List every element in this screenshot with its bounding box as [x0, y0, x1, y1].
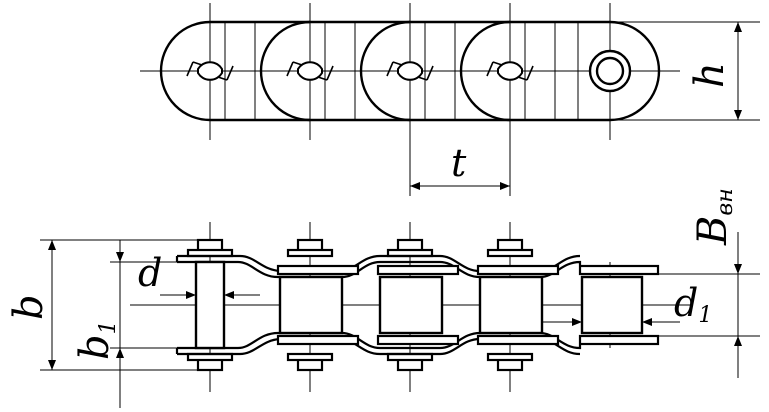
label-h: h [687, 62, 733, 88]
label-b-vn-main: B [690, 216, 736, 246]
label-d1-sub: 1 [698, 303, 712, 328]
label-t: t [451, 141, 467, 185]
label-b1: b1 [72, 320, 121, 360]
label-b1-sub: 1 [96, 320, 121, 334]
dimension-b-vn [658, 232, 760, 378]
label-d: d [138, 251, 162, 295]
top-view: h t [140, 3, 760, 196]
label-b-vn-sub: вн [713, 188, 738, 215]
label-b-vn: Bвн [690, 188, 738, 246]
label-b: b [6, 294, 52, 320]
inner-plates [276, 264, 660, 346]
washers [186, 248, 534, 362]
top-center-lines [140, 3, 680, 196]
dimension-b1 [110, 240, 196, 408]
label-d1: d1 [674, 281, 712, 328]
front-view [130, 222, 690, 392]
pin-left [194, 260, 226, 350]
label-b1-main: b [72, 334, 118, 360]
rollers [278, 275, 644, 335]
label-d1-main: d [674, 281, 698, 325]
pin-end-circle [588, 49, 632, 93]
dimension-h [610, 21, 760, 121]
